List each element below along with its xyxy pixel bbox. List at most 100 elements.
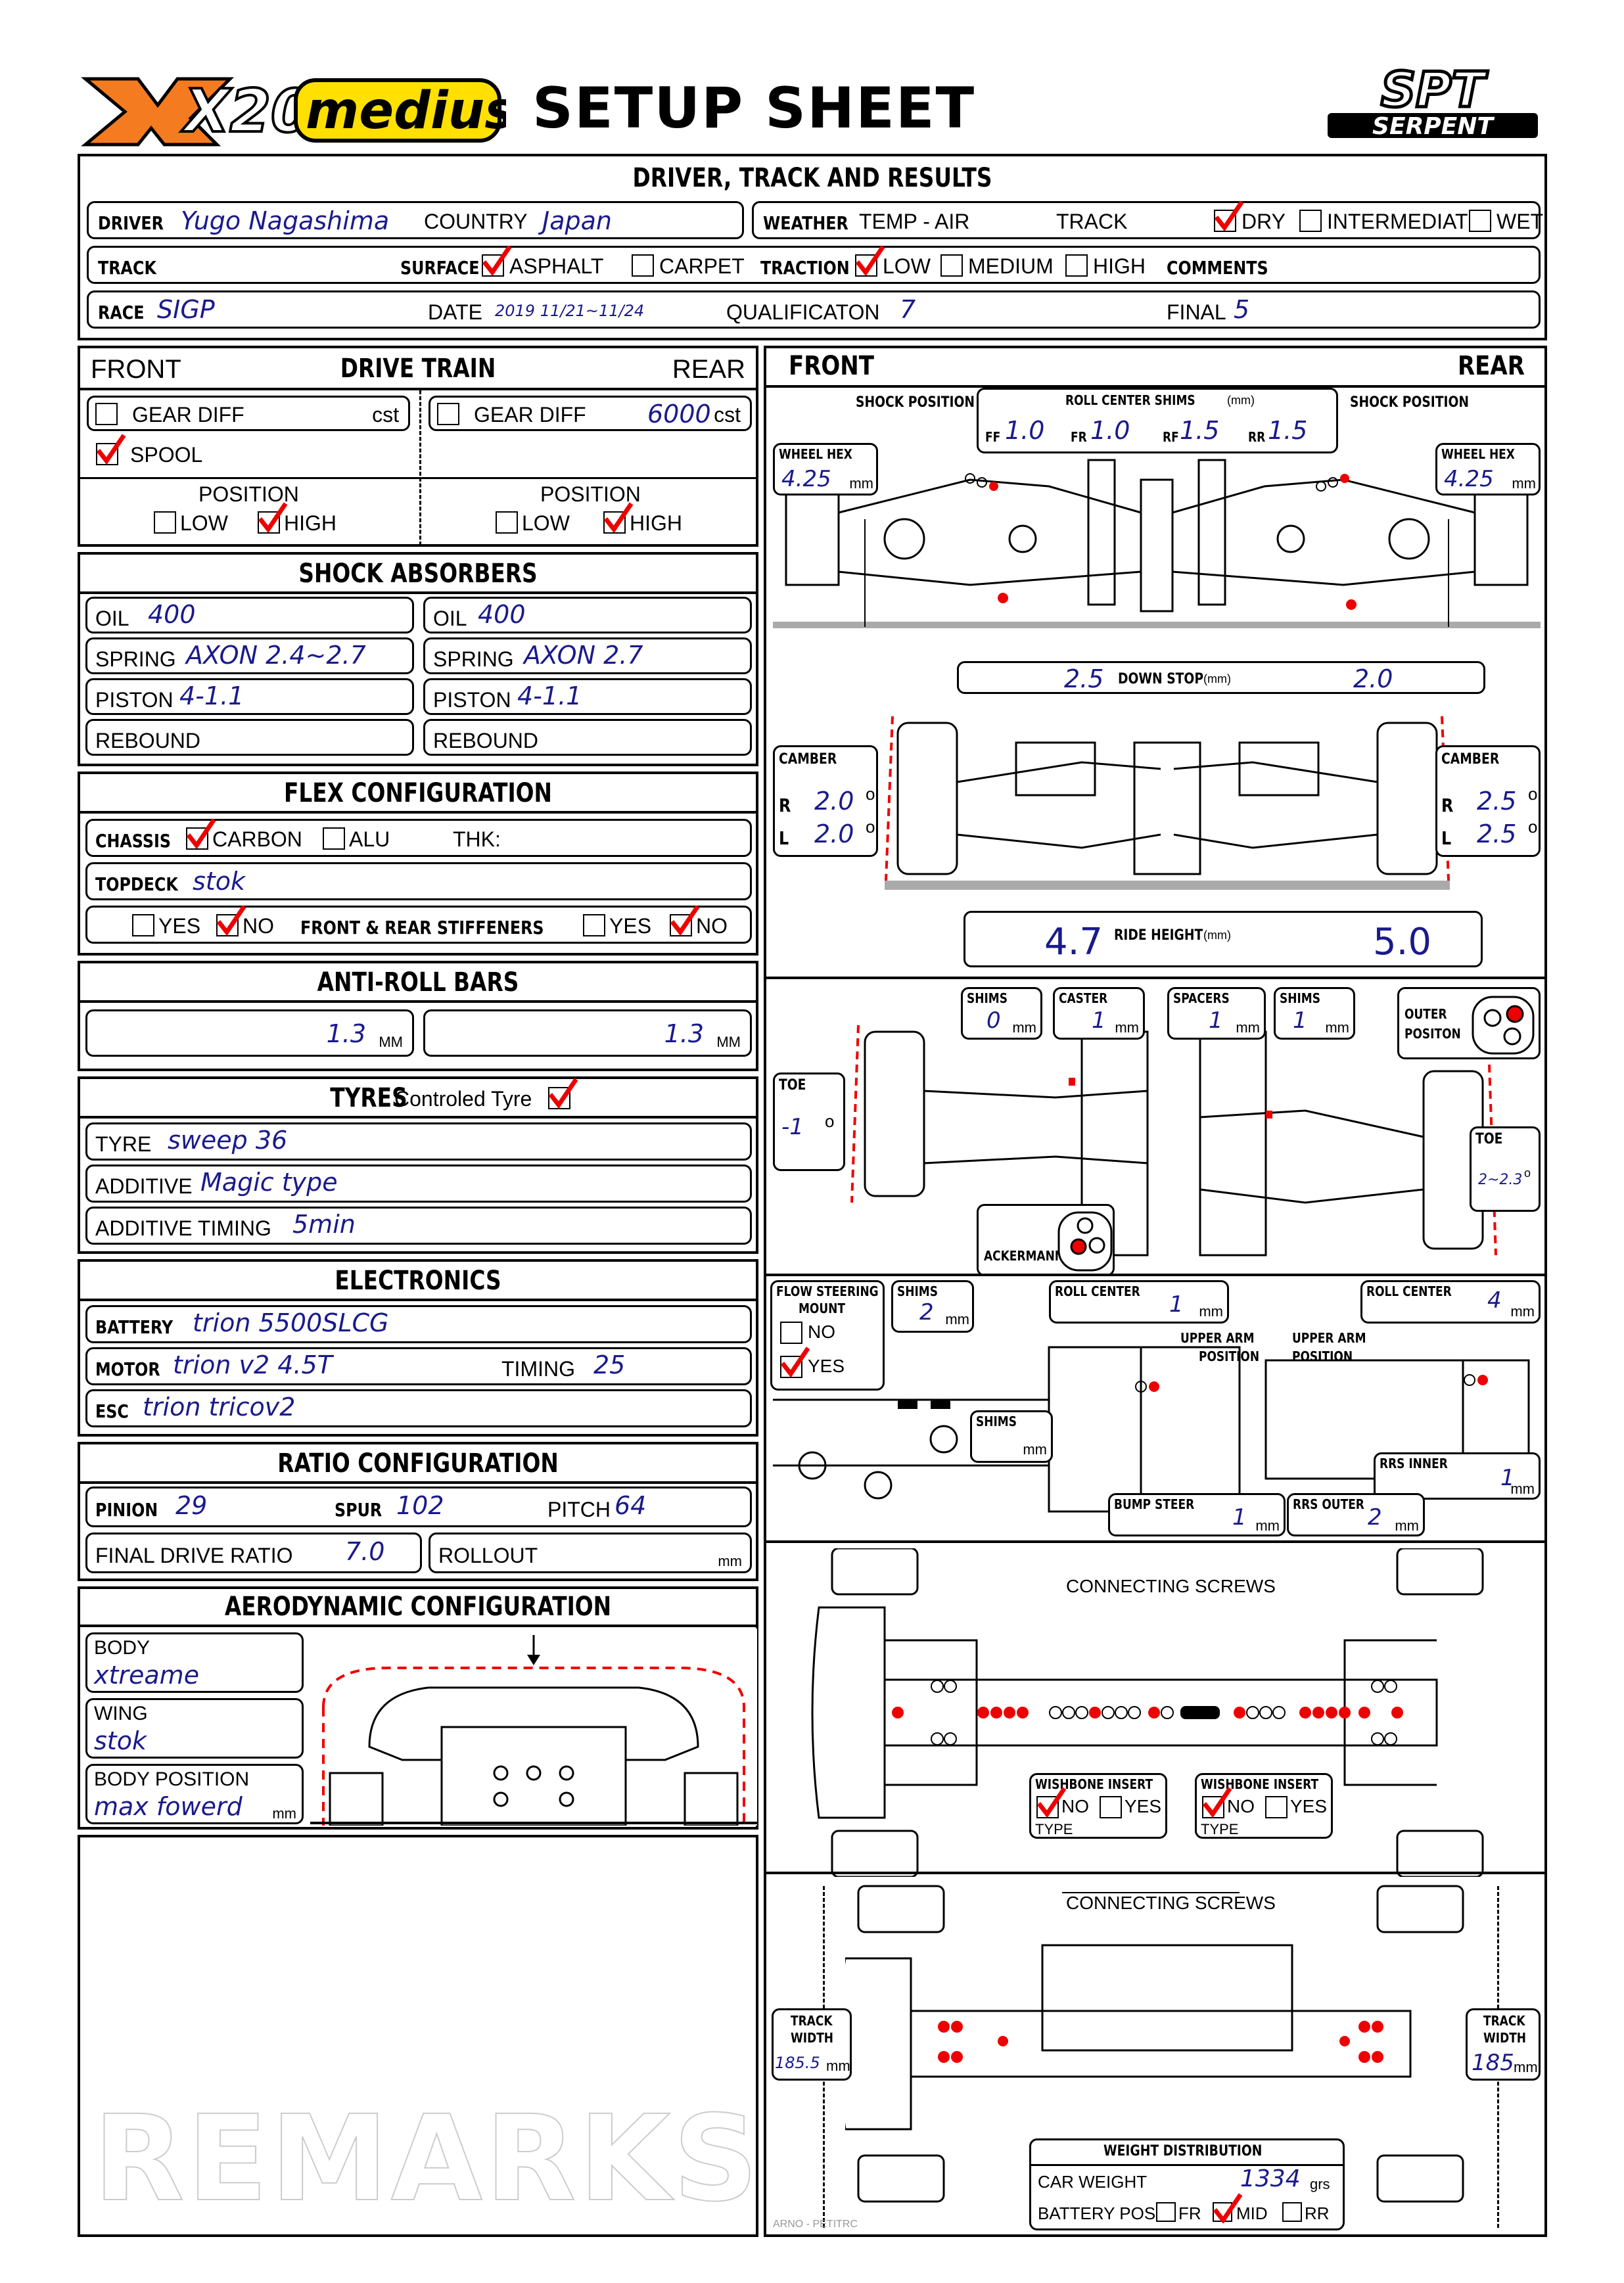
- esc-value[interactable]: trion tricov2: [143, 1393, 296, 1421]
- wing-value[interactable]: stok: [94, 1726, 147, 1755]
- front-roll-center-value[interactable]: 1: [1169, 1291, 1184, 1318]
- intermediate-checkbox[interactable]: [1299, 210, 1322, 232]
- front-down-stop-value[interactable]: 2.5: [1064, 664, 1104, 693]
- traction-medium-checkbox[interactable]: [940, 254, 963, 277]
- rear-spring-value[interactable]: AXON 2.7: [524, 641, 643, 670]
- rrs-outer-value[interactable]: 2: [1368, 1504, 1382, 1531]
- pinion-value[interactable]: 29: [175, 1491, 208, 1520]
- temp-label: TEMP - AIR: [859, 210, 970, 233]
- carbon-label: CARBON: [212, 827, 302, 851]
- front-ride-height-value[interactable]: 4.7: [1044, 921, 1103, 963]
- fr-value[interactable]: 1.0: [1090, 416, 1130, 445]
- alu-checkbox[interactable]: [323, 827, 345, 850]
- flow-no-checkbox[interactable]: [780, 1322, 802, 1344]
- front-wishbone-yes-checkbox[interactable]: [1100, 1796, 1122, 1818]
- front-wheel-hex-value[interactable]: 4.25: [781, 466, 831, 492]
- final-value[interactable]: 5: [1234, 295, 1250, 324]
- front-oil-value[interactable]: 400: [148, 600, 196, 629]
- rr-value[interactable]: 1.5: [1268, 416, 1308, 445]
- ride-height-label: RIDE HEIGHT: [1114, 927, 1203, 944]
- rear-roll-center-value[interactable]: 4: [1487, 1287, 1502, 1314]
- rear-camber-left-value[interactable]: 2.5: [1477, 819, 1517, 848]
- car-weight-label: CAR WEIGHT: [1038, 2172, 1148, 2192]
- battery-value[interactable]: trion 5500SLCG: [193, 1308, 389, 1337]
- fdr-label: FINAL DRIVE RATIO: [95, 1544, 293, 1567]
- no-label: NO: [1061, 1796, 1089, 1816]
- body-position-value[interactable]: max fowerd: [94, 1792, 243, 1821]
- weight-distribution-box: WEIGHT DISTRIBUTION CAR WEIGHT 1334 grs …: [1029, 2138, 1345, 2230]
- rear-low-checkbox[interactable]: [496, 511, 518, 534]
- front-shims-value[interactable]: 0: [986, 1007, 1001, 1034]
- front-arb-value[interactable]: 1.3: [326, 1019, 366, 1048]
- maker-logo: SPT SERPENT: [1314, 60, 1551, 145]
- traction-high-checkbox[interactable]: [1065, 254, 1088, 277]
- rear-oil-value[interactable]: 400: [478, 600, 526, 629]
- front-camber-right-value[interactable]: 2.0: [814, 787, 854, 816]
- front-gear-diff-checkbox[interactable]: [95, 403, 118, 425]
- camber-label: CAMBER: [1441, 751, 1500, 768]
- fdr-value[interactable]: 7.0: [345, 1537, 385, 1566]
- pitch-value[interactable]: 64: [615, 1491, 647, 1520]
- caster-value[interactable]: 1: [1092, 1007, 1106, 1034]
- additive-value[interactable]: Magic type: [200, 1168, 338, 1197]
- outer-position-icon: [1470, 994, 1536, 1056]
- rear-shims-value[interactable]: 1: [1293, 1007, 1307, 1034]
- front-track-width-value[interactable]: 185.5: [775, 2054, 820, 2072]
- car-weight-value[interactable]: 1334: [1240, 2165, 1301, 2192]
- rear-toe-value[interactable]: 2~2.3: [1478, 1172, 1523, 1188]
- spacers-value[interactable]: 1: [1209, 1007, 1223, 1034]
- country-value[interactable]: Japan: [542, 206, 612, 235]
- rear-diff-value[interactable]: 6000: [647, 400, 711, 428]
- mm-unit: mm: [945, 1311, 969, 1327]
- topdeck-value[interactable]: stok: [193, 867, 245, 896]
- spur-value[interactable]: 102: [396, 1491, 444, 1520]
- battery-rr-checkbox[interactable]: [1282, 2202, 1302, 2222]
- rear-wishbone-yes-checkbox[interactable]: [1265, 1796, 1288, 1818]
- date-value[interactable]: 2019 11/21~11/24: [495, 302, 645, 320]
- bump-steer-value[interactable]: 1: [1232, 1504, 1247, 1531]
- rear-wheel-hex-value[interactable]: 4.25: [1444, 466, 1494, 492]
- rear-track-width-value[interactable]: 185: [1472, 2050, 1514, 2076]
- battery-fr-checkbox[interactable]: [1156, 2202, 1176, 2222]
- rear-camber-box: CAMBER R 2.5 o L 2.5 o: [1435, 745, 1541, 857]
- rear-camber-right-value[interactable]: 2.5: [1477, 787, 1517, 816]
- qualification-value[interactable]: 7: [900, 295, 916, 324]
- degree-symbol: o: [1528, 784, 1538, 804]
- front-spring-value[interactable]: AXON 2.4~2.7: [186, 641, 366, 670]
- rear-ride-height-value[interactable]: 5.0: [1373, 921, 1432, 963]
- rear-gear-diff-checkbox[interactable]: [437, 403, 459, 425]
- rear-stiffener-yes-checkbox[interactable]: [583, 914, 605, 936]
- l-label: L: [1441, 827, 1452, 849]
- flow-shims-value[interactable]: 2: [919, 1299, 934, 1326]
- wet-checkbox[interactable]: [1469, 210, 1491, 232]
- rear-arb-value[interactable]: 1.3: [664, 1019, 704, 1048]
- body-value[interactable]: xtreame: [94, 1661, 200, 1690]
- shock-position-label: SHOCK POSITION: [1350, 394, 1470, 411]
- front-camber-left-value[interactable]: 2.0: [814, 819, 854, 848]
- maker-top: SPT: [1381, 66, 1489, 118]
- tyre-value[interactable]: sweep 36: [168, 1126, 288, 1155]
- front-piston-value[interactable]: 4-1.1: [179, 681, 244, 710]
- front-toe-value[interactable]: -1: [781, 1114, 804, 1140]
- rf-value[interactable]: 1.5: [1180, 416, 1220, 445]
- front-wheel-hex-box: WHEEL HEX 4.25 mm: [773, 443, 878, 496]
- timing-value[interactable]: 25: [593, 1350, 626, 1379]
- front-low-checkbox[interactable]: [154, 511, 176, 534]
- ff-value[interactable]: 1.0: [1005, 416, 1045, 445]
- carpet-checkbox[interactable]: [632, 254, 654, 277]
- upper-arm-position-label: POSITION: [1199, 1349, 1260, 1364]
- additive-timing-value[interactable]: 5min: [292, 1210, 356, 1239]
- driver-value[interactable]: Yugo Nagashima: [181, 206, 390, 235]
- rrs-inner-value[interactable]: 1: [1500, 1465, 1515, 1491]
- mm-unit: mm: [1512, 475, 1536, 492]
- front-stiffener-yes-checkbox[interactable]: [132, 914, 154, 936]
- rear-piston-value[interactable]: 4-1.1: [517, 681, 582, 710]
- motor-value[interactable]: trion v2 4.5T: [173, 1350, 333, 1379]
- race-value[interactable]: SIGP: [157, 295, 215, 324]
- rear-down-stop-value[interactable]: 2.0: [1353, 664, 1393, 693]
